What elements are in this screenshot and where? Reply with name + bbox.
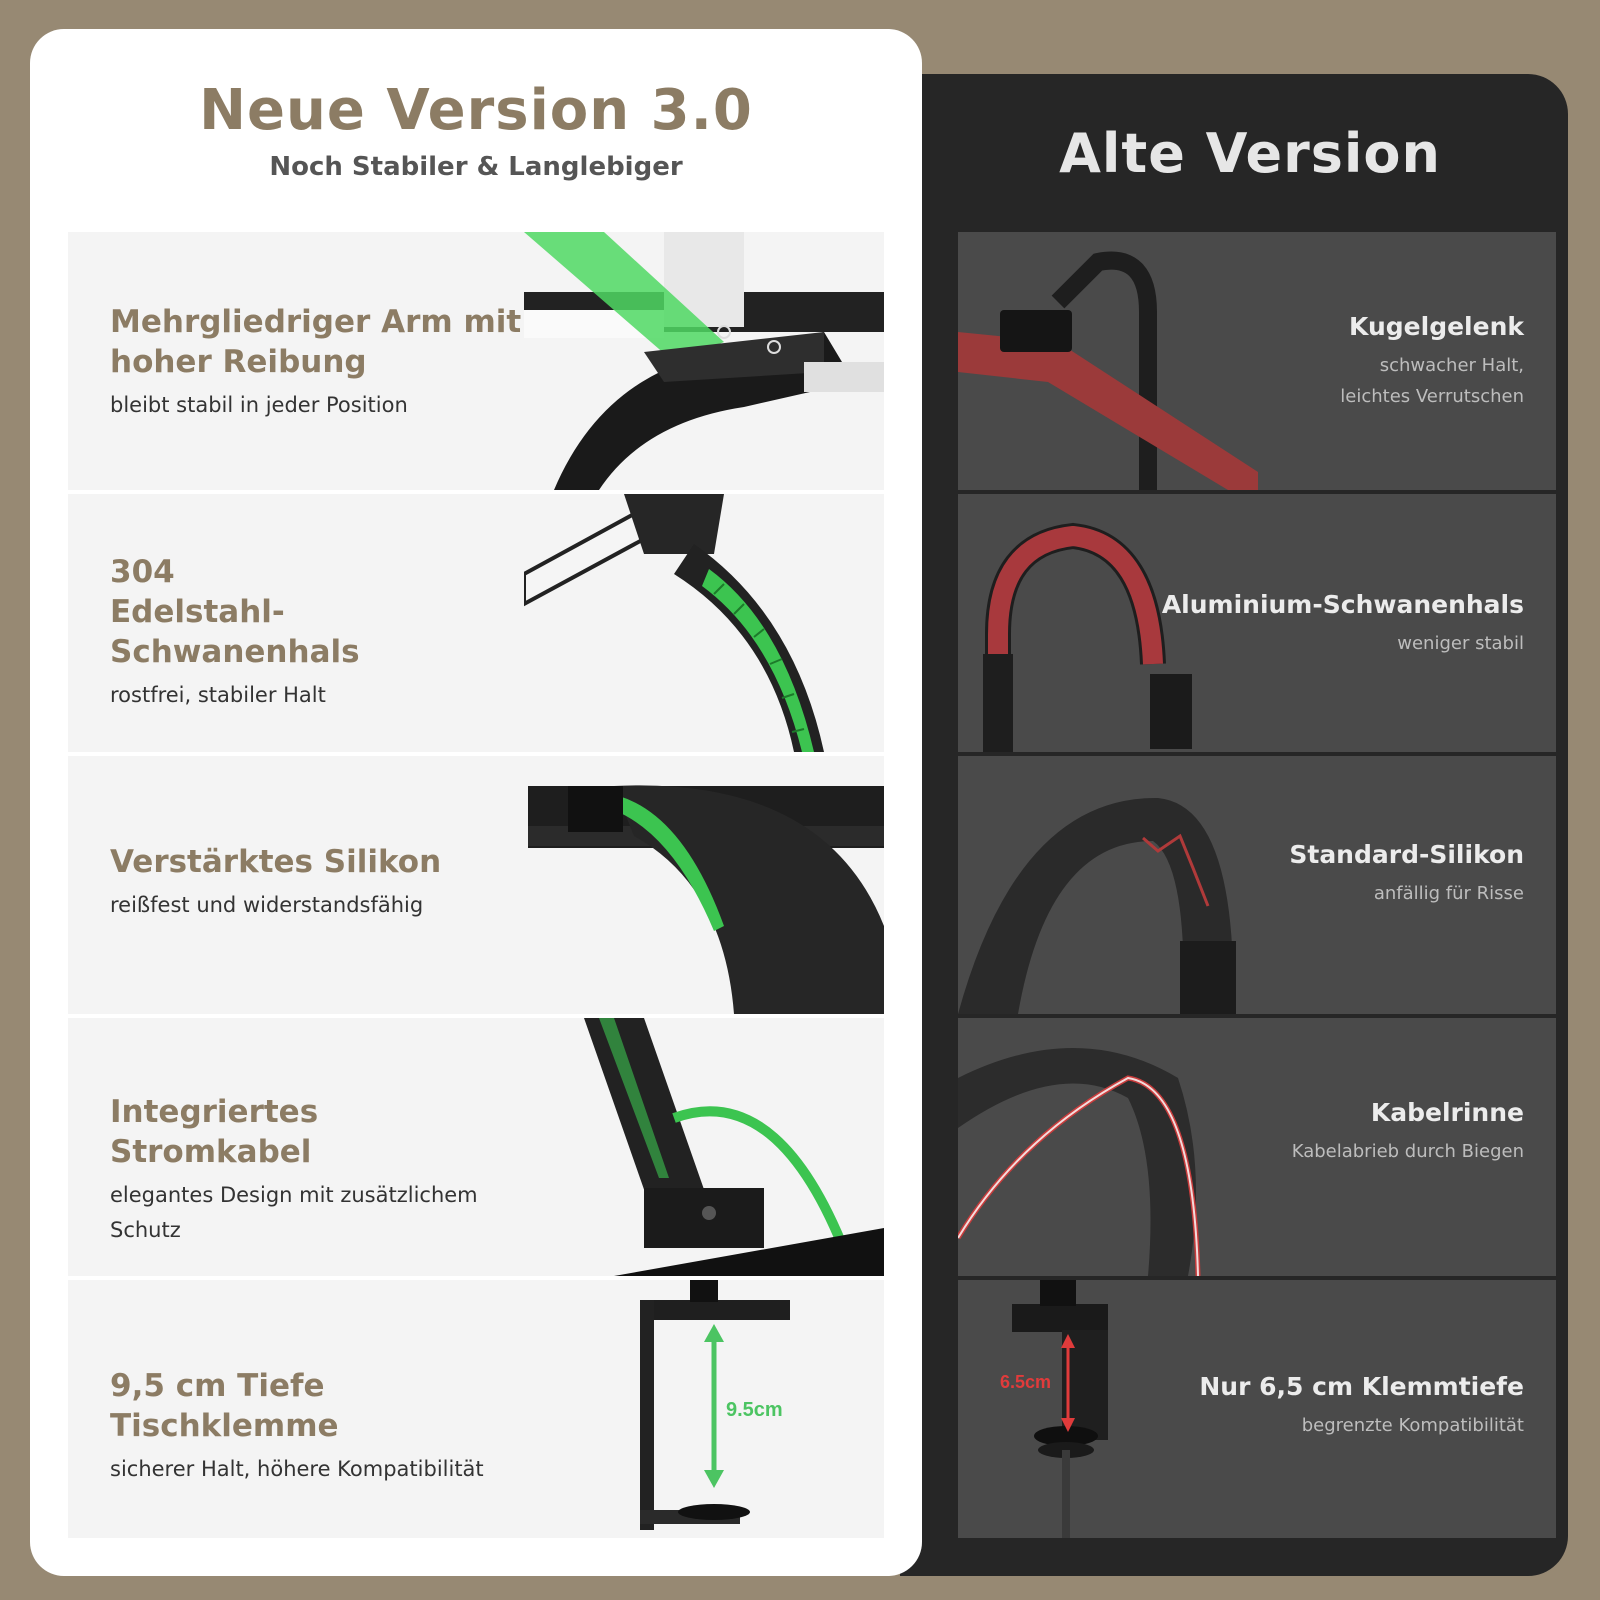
old-feature-row-clamp: 6.5cm Nur 6,5 cm Klemmtiefe begrenzte Ko…: [958, 1280, 1556, 1538]
reinforced-silicone-image: [528, 785, 884, 1014]
new-feature-row-cable: Integriertes Stromkabel elegantes Design…: [68, 1018, 884, 1276]
new-feature-row-silicone: Verstärktes Silikon reißfest und widerst…: [68, 756, 884, 1014]
new-feature-heading: Mehrgliedriger Arm mit hoher Reibung: [110, 304, 522, 380]
new-version-subtitle: Noch Stabiler & Langlebiger: [269, 152, 683, 182]
desk-clamp-image: 9.5cm: [640, 1280, 790, 1530]
ball-joint-image: [958, 251, 1258, 490]
new-feature-description: reißfest und widerstandsfähig: [110, 893, 424, 917]
new-feature-heading-line2: Edelstahl-Schwanenhals: [110, 594, 360, 670]
new-feature-row-clamp: 9,5 cm Tiefe Tischklemme sicherer Halt, …: [68, 1280, 884, 1538]
new-feature-heading: Verstärktes Silikon: [110, 844, 442, 880]
multi-joint-arm-image: [524, 232, 884, 490]
old-feature-description-line2: leichtes Verrutschen: [1340, 386, 1524, 407]
integrated-cable-image: [584, 1018, 884, 1276]
new-feature-heading: 9,5 cm Tiefe Tischklemme: [110, 1368, 339, 1444]
new-feature-row-arm: Mehrgliedriger Arm mit hoher Reibung ble…: [68, 232, 884, 490]
new-feature-heading: Integriertes Stromkabel: [110, 1094, 319, 1170]
standard-silicone-image: [958, 797, 1236, 1014]
new-feature-description: sicherer Halt, höhere Kompatibilität: [110, 1457, 484, 1481]
old-feature-description: anfällig für Risse: [1373, 883, 1524, 904]
new-feature-heading-line1: 304: [110, 554, 175, 590]
aluminium-gooseneck-image: [983, 522, 1192, 752]
old-feature-row-silicone: Standard-Silikon anfällig für Risse: [958, 756, 1556, 1014]
old-feature-heading: Kabelrinne: [1370, 1098, 1524, 1127]
steel-gooseneck-image: [524, 494, 824, 752]
old-feature-description: Kabelabrieb durch Biegen: [1291, 1141, 1524, 1162]
new-feature-description: bleibt stabil in jeder Position: [110, 393, 408, 417]
new-feature-row-gooseneck: 304 Edelstahl-Schwanenhals rostfrei, sta…: [68, 494, 884, 752]
old-feature-row-aluminium: Aluminium-Schwanenhals weniger stabil: [958, 494, 1556, 752]
old-clamp-depth-label: 6.5cm: [1000, 1372, 1051, 1392]
old-feature-heading: Standard-Silikon: [1289, 840, 1524, 869]
new-version-title: Neue Version 3.0: [199, 78, 753, 143]
old-version-title: Alte Version: [1059, 122, 1441, 185]
new-feature-description: rostfrei, stabiler Halt: [110, 683, 326, 707]
old-feature-description: weniger stabil: [1397, 633, 1524, 654]
old-feature-description-line1: schwacher Halt,: [1379, 355, 1524, 376]
old-feature-heading: Kugelgelenk: [1349, 312, 1524, 341]
old-feature-description: begrenzte Kompatibilität: [1301, 1415, 1524, 1436]
old-feature-row-cable-channel: Kabelrinne Kabelabrieb durch Biegen: [958, 1018, 1556, 1276]
clamp-depth-label: 9.5cm: [726, 1399, 783, 1421]
old-feature-row-ball-joint: Kugelgelenk schwacher Halt, leichtes Ver…: [958, 232, 1556, 490]
old-feature-heading: Nur 6,5 cm Klemmtiefe: [1199, 1372, 1524, 1401]
old-clamp-image: 6.5cm: [1000, 1280, 1108, 1538]
cable-channel-image: [958, 1048, 1201, 1276]
new-feature-description: elegantes Design mit zusätzlichem Schutz: [110, 1183, 478, 1242]
old-feature-heading: Aluminium-Schwanenhals: [1161, 590, 1524, 619]
